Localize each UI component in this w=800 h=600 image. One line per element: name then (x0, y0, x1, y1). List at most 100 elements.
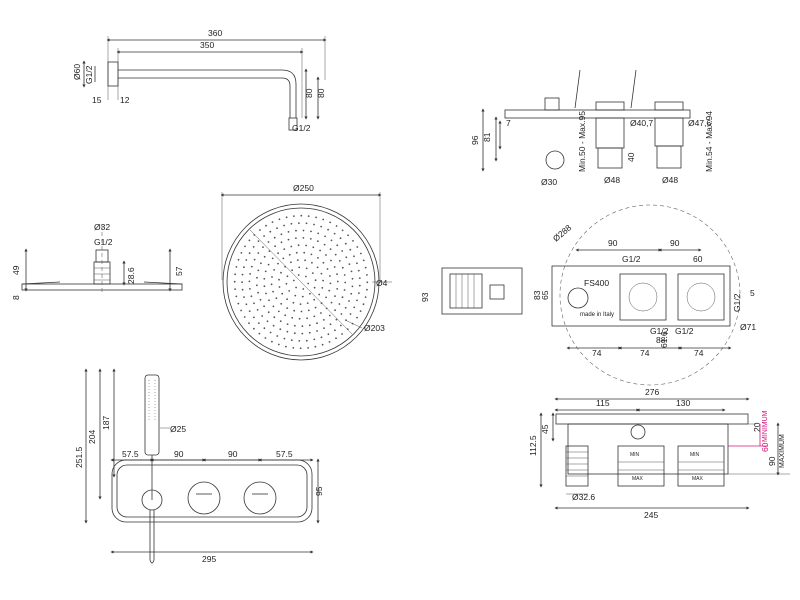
nozzle-dot (348, 300, 350, 302)
nozzle-dot (299, 303, 302, 305)
dim-187: 187 (101, 416, 111, 430)
nozzle-dot (349, 248, 352, 251)
nozzle-dot (243, 316, 246, 318)
nozzle-dot (271, 340, 273, 343)
nozzle-dot (305, 267, 308, 270)
nozzle-dot (295, 237, 297, 240)
nozzle-dot (257, 240, 260, 243)
hand-shower-plate-view: 251.5 204 187 Ø25 57.5 90 90 57.5 95 295 (74, 368, 324, 564)
nozzle-dot (253, 327, 255, 330)
dim-d48b: Ø48 (662, 175, 678, 185)
nozzle-dot (344, 281, 347, 284)
nozzle-dot (245, 303, 248, 306)
valve-body-view: 93 Ø288 90 90 G1/2 60 83 65 FS400 made i… (420, 204, 756, 386)
nozzle-dot (313, 338, 316, 341)
dim-80a: 80 (304, 88, 314, 98)
nozzle-dot (285, 345, 287, 348)
nozzle-dot (278, 218, 281, 221)
nozzle-dot (273, 269, 275, 271)
nozzle-dot (329, 221, 331, 224)
nozzle-dot (366, 274, 368, 276)
nozzle-dot (317, 232, 320, 235)
dim-g12-top: G1/2 (622, 254, 641, 264)
nozzle-dot (263, 305, 265, 308)
nozzle-dot (257, 322, 260, 324)
nozzle-dot (364, 266, 367, 269)
shower-head-side-view: Ø32 G1/2 49 8 28.6 57 (11, 222, 184, 300)
nozzle-dot (345, 256, 348, 259)
nozzle-dot (272, 290, 274, 293)
nozzle-dot (362, 259, 365, 262)
nozzle-dot (256, 276, 258, 279)
nozzle-dot (265, 292, 267, 295)
nozzle-dot (316, 266, 319, 269)
nozzle-dot (341, 296, 344, 299)
nozzle-dot (339, 237, 342, 240)
nozzle-dot (311, 272, 314, 274)
nozzle-dot (314, 279, 317, 282)
nozzle-dot (341, 250, 344, 252)
nozzle-dot (307, 282, 310, 285)
nozzle-dot (298, 340, 301, 342)
nozzle-dot (296, 259, 299, 261)
nozzle-dot (317, 257, 319, 259)
nozzle-dot (320, 272, 323, 275)
dim-5: 5 (750, 288, 755, 298)
nozzle-dot (314, 306, 317, 309)
nozzle-dot (292, 279, 295, 282)
nozzle-dot (334, 253, 337, 256)
nozzle-dot (280, 241, 283, 244)
nozzle-dot (322, 279, 324, 282)
dim-7: 7 (506, 118, 511, 128)
nozzle-dot (302, 229, 305, 232)
nozzle-dot (316, 322, 318, 325)
nozzle-dot (335, 225, 338, 227)
dim-d30: Ø30 (541, 177, 557, 187)
nozzle-dot (248, 310, 251, 312)
dim-8: 8 (11, 295, 21, 300)
nozzle-dot (333, 232, 336, 235)
nozzle-dot (257, 269, 260, 272)
nozzle-dot (288, 253, 291, 256)
dim-d60: Ø60 (72, 64, 82, 80)
nozzle-dot (316, 330, 318, 332)
nozzle-dot (283, 248, 286, 251)
dim-93: 93 (420, 292, 430, 302)
nozzle-dot (268, 250, 271, 253)
nozzle-dot (278, 286, 281, 288)
nozzle-dot (344, 306, 347, 309)
nozzle-dot (243, 266, 245, 269)
nozzle-dot (302, 288, 305, 290)
dim-28-6: 28.6 (126, 267, 136, 284)
nozzle-dot (234, 273, 237, 276)
dim-90b-plate: 90 (228, 449, 238, 459)
nozzle-dot (276, 227, 278, 230)
nozzle-dot (322, 261, 325, 264)
nozzle-dot (280, 271, 282, 274)
nozzle-dot (241, 281, 244, 284)
dim-245: 245 (644, 510, 658, 520)
dim-min95: Min.50 - Max.95 (577, 111, 587, 172)
nozzle-dot (252, 246, 255, 248)
label-max1: MAX (632, 476, 644, 482)
dim-40: 40 (626, 152, 636, 162)
nozzle-dot (275, 297, 278, 300)
nozzle-dot (320, 312, 322, 314)
nozzle-dot (263, 255, 266, 258)
nozzle-dot (267, 263, 270, 266)
nozzle-dot (282, 257, 285, 260)
nozzle-dot (336, 288, 339, 290)
nozzle-dot (364, 296, 367, 298)
nozzle-dot (286, 307, 289, 309)
dim-74b: 74 (640, 348, 650, 358)
nozzle-dot (293, 215, 295, 218)
nozzle-dot (273, 316, 276, 319)
nozzle-dot (343, 274, 346, 276)
nozzle-dot (309, 238, 312, 240)
dim-74c: 74 (694, 348, 704, 358)
nozzle-dot (340, 313, 343, 315)
dim-g12-head: G1/2 (94, 237, 113, 247)
dim-57: 57 (174, 266, 184, 276)
nozzle-dot (362, 303, 365, 306)
